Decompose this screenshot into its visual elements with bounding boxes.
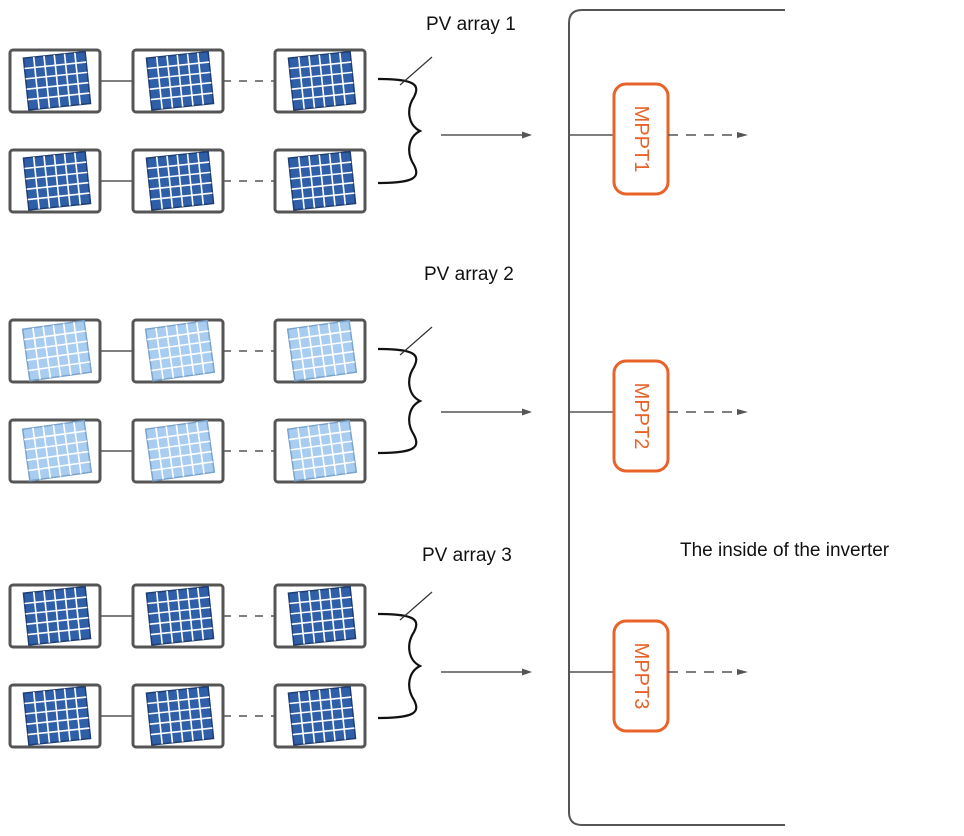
panel-cells — [21, 319, 93, 382]
panel-cells — [21, 419, 93, 482]
panel-cells — [145, 685, 215, 746]
arrow-right-icon — [737, 132, 748, 138]
panel-cells — [145, 150, 215, 211]
arrow-right-icon — [522, 408, 532, 416]
label-leader — [399, 56, 433, 86]
panel-cells — [287, 50, 357, 111]
panel-cells — [286, 419, 358, 482]
brace-icon — [377, 612, 423, 720]
arrow-right-icon — [522, 668, 532, 676]
panel-cells — [22, 50, 92, 111]
arrow-right-icon — [737, 669, 748, 675]
panel-cells — [145, 585, 215, 646]
mppt-label: MPPT1 — [630, 106, 652, 173]
array-2-label: PV array 2 — [424, 264, 514, 285]
inverter-frame — [568, 9, 785, 826]
brace-icon — [377, 77, 423, 185]
mppt-label: MPPT2 — [630, 383, 652, 450]
array-1-label: PV array 1 — [426, 14, 516, 35]
mppt-box — [612, 82, 670, 196]
panel-cells — [144, 419, 216, 482]
panel-cells — [22, 685, 92, 746]
arrow-right-icon — [522, 131, 532, 139]
brace-icon — [377, 347, 423, 455]
label-leader — [399, 326, 433, 356]
panel-cells — [287, 685, 357, 746]
array-3-label: PV array 3 — [422, 545, 512, 566]
arrow-right-icon — [737, 409, 748, 415]
panel-cells — [287, 150, 357, 211]
mppt-box — [612, 359, 670, 473]
panel-cells — [22, 150, 92, 211]
mppt-label: MPPT3 — [630, 643, 652, 710]
panel-cells — [22, 585, 92, 646]
mppt-box — [612, 619, 670, 733]
panel-cells — [144, 319, 216, 382]
panel-cells — [286, 319, 358, 382]
label-leader — [399, 591, 433, 621]
inverter-label: The inside of the inverter — [680, 540, 890, 561]
panel-cells — [145, 50, 215, 111]
panel-cells — [287, 585, 357, 646]
